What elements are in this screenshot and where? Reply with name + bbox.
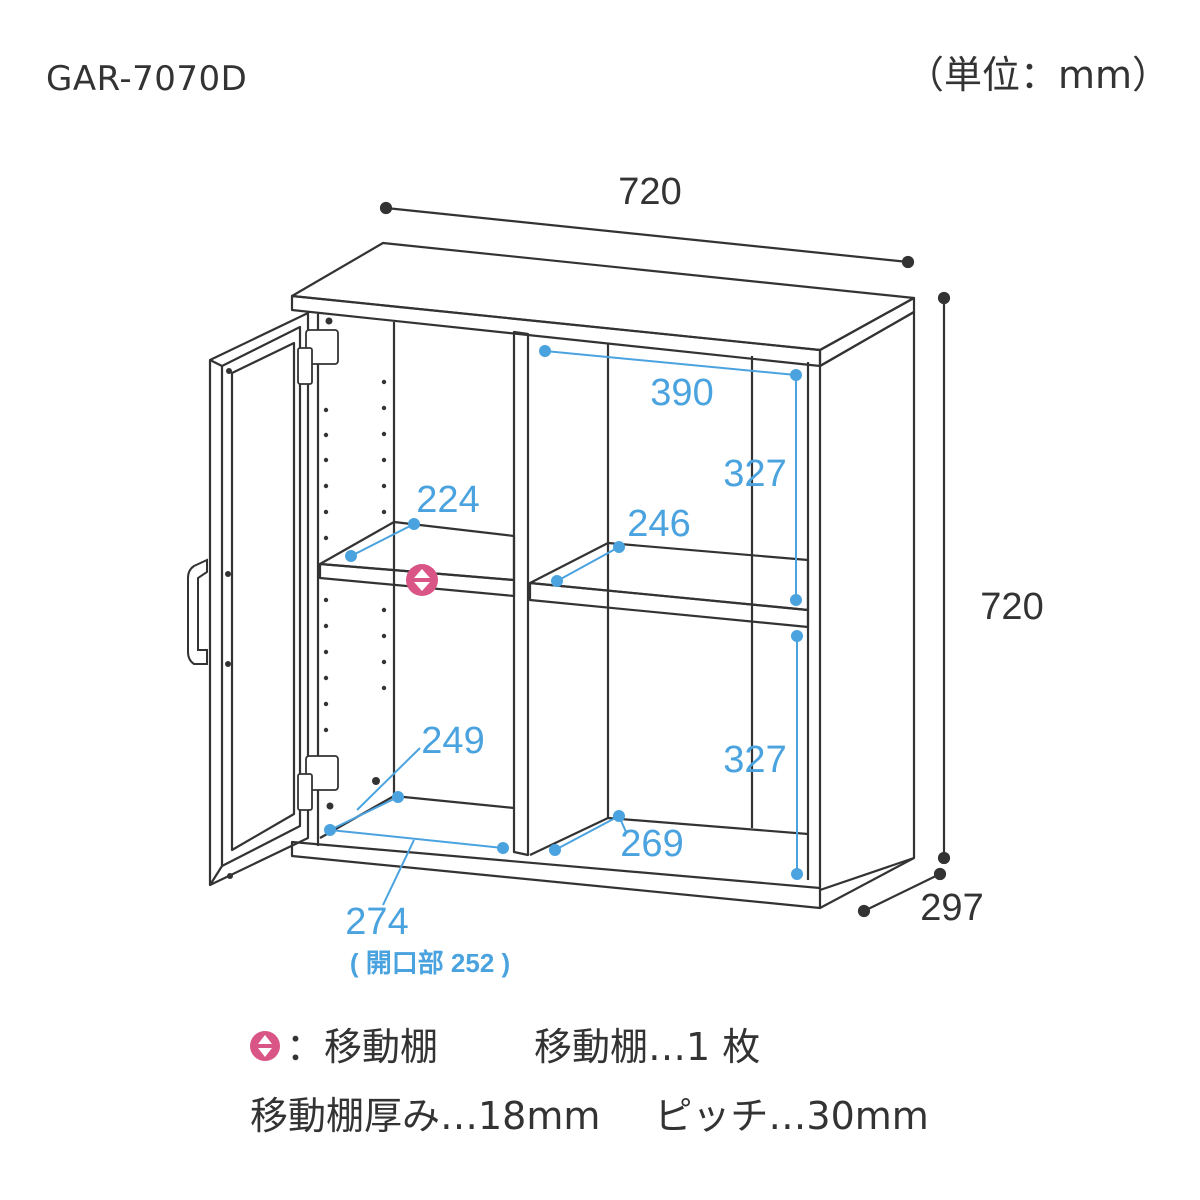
hinges — [297, 329, 339, 811]
right-shelf-front — [528, 581, 810, 629]
top-board-front — [290, 294, 822, 368]
width-dimension-line — [385, 206, 909, 264]
legend-pitch: ピッチ…30mm — [654, 1094, 929, 1138]
unit-label: （単位：mm） — [906, 53, 1171, 97]
legend-row-2: 移動棚厚み…18mm ピッチ…30mm — [250, 1097, 929, 1135]
upper-height-value: 327 — [723, 453, 786, 495]
height-value: 720 — [980, 586, 1043, 628]
right-bottom-depth-line — [554, 815, 620, 851]
upper-width-value: 390 — [650, 372, 713, 414]
door-corner-top — [209, 359, 223, 367]
bottom-hinge-icon — [305, 755, 339, 791]
legend-shelf-thickness: 移動棚厚み…18mm — [250, 1094, 601, 1138]
legend-shelf-count: 移動棚…1 枚 — [534, 1025, 761, 1069]
top-board-side — [818, 296, 916, 368]
outer-dimensions — [379, 201, 951, 918]
right-shelf-top — [528, 541, 810, 612]
left-shelf-depth-value: 224 — [416, 479, 479, 521]
left-shelf-front — [318, 562, 516, 598]
model-number: GAR-7070D — [46, 59, 248, 99]
door-handle-icon — [187, 558, 208, 665]
door-corner-bottom — [209, 865, 223, 886]
upper-width-line — [544, 350, 797, 376]
left-inner-width-value: 274 — [345, 901, 408, 943]
bottom-hinge-arm — [297, 773, 313, 811]
depth-dimension-line — [863, 873, 941, 912]
leader-274 — [382, 839, 415, 906]
bottom-board-side — [819, 857, 915, 909]
right-shelf-depth-line — [556, 546, 620, 582]
lower-height-value: 327 — [723, 739, 786, 781]
left-bottom-depth-line — [329, 796, 399, 831]
top-board-surface — [290, 241, 916, 352]
cabinet-outline — [208, 241, 916, 910]
leader-249 — [356, 747, 421, 811]
leader-269 — [618, 815, 627, 833]
width-value: 720 — [618, 171, 681, 213]
depth-value: 297 — [920, 887, 983, 929]
right-side-panel — [818, 310, 916, 892]
left-shelf-depth-line — [350, 523, 415, 557]
legend-row-1: ：移動棚 移動棚…1 枚 — [250, 1028, 760, 1066]
right-shelf-depth-value: 246 — [627, 503, 690, 545]
opening-note: ( 開口部 252 ) — [350, 948, 510, 978]
top-hinge-icon — [305, 329, 339, 365]
movable-shelf-marker-icon — [406, 564, 438, 596]
right-bottom-depth-value: 269 — [620, 823, 683, 865]
top-hinge-arm — [297, 347, 313, 385]
door-panel — [208, 311, 310, 887]
inner-dimensions — [324, 345, 803, 906]
door-frame-inner — [220, 325, 302, 868]
left-inner-width-line — [329, 829, 504, 849]
door-glass — [230, 341, 296, 852]
shelf-pin-holes — [323, 379, 387, 733]
legend-marker-label: ：移動棚 — [286, 1025, 439, 1069]
dimension-labels: 720 720 297 390 327 327 224 246 249 269 … — [345, 171, 1043, 978]
left-bottom-depth-value: 249 — [421, 720, 484, 762]
movable-shelf-legend-icon — [250, 1030, 280, 1061]
center-divider — [512, 330, 530, 857]
screws — [225, 317, 380, 879]
bottom-right-back — [529, 816, 809, 856]
